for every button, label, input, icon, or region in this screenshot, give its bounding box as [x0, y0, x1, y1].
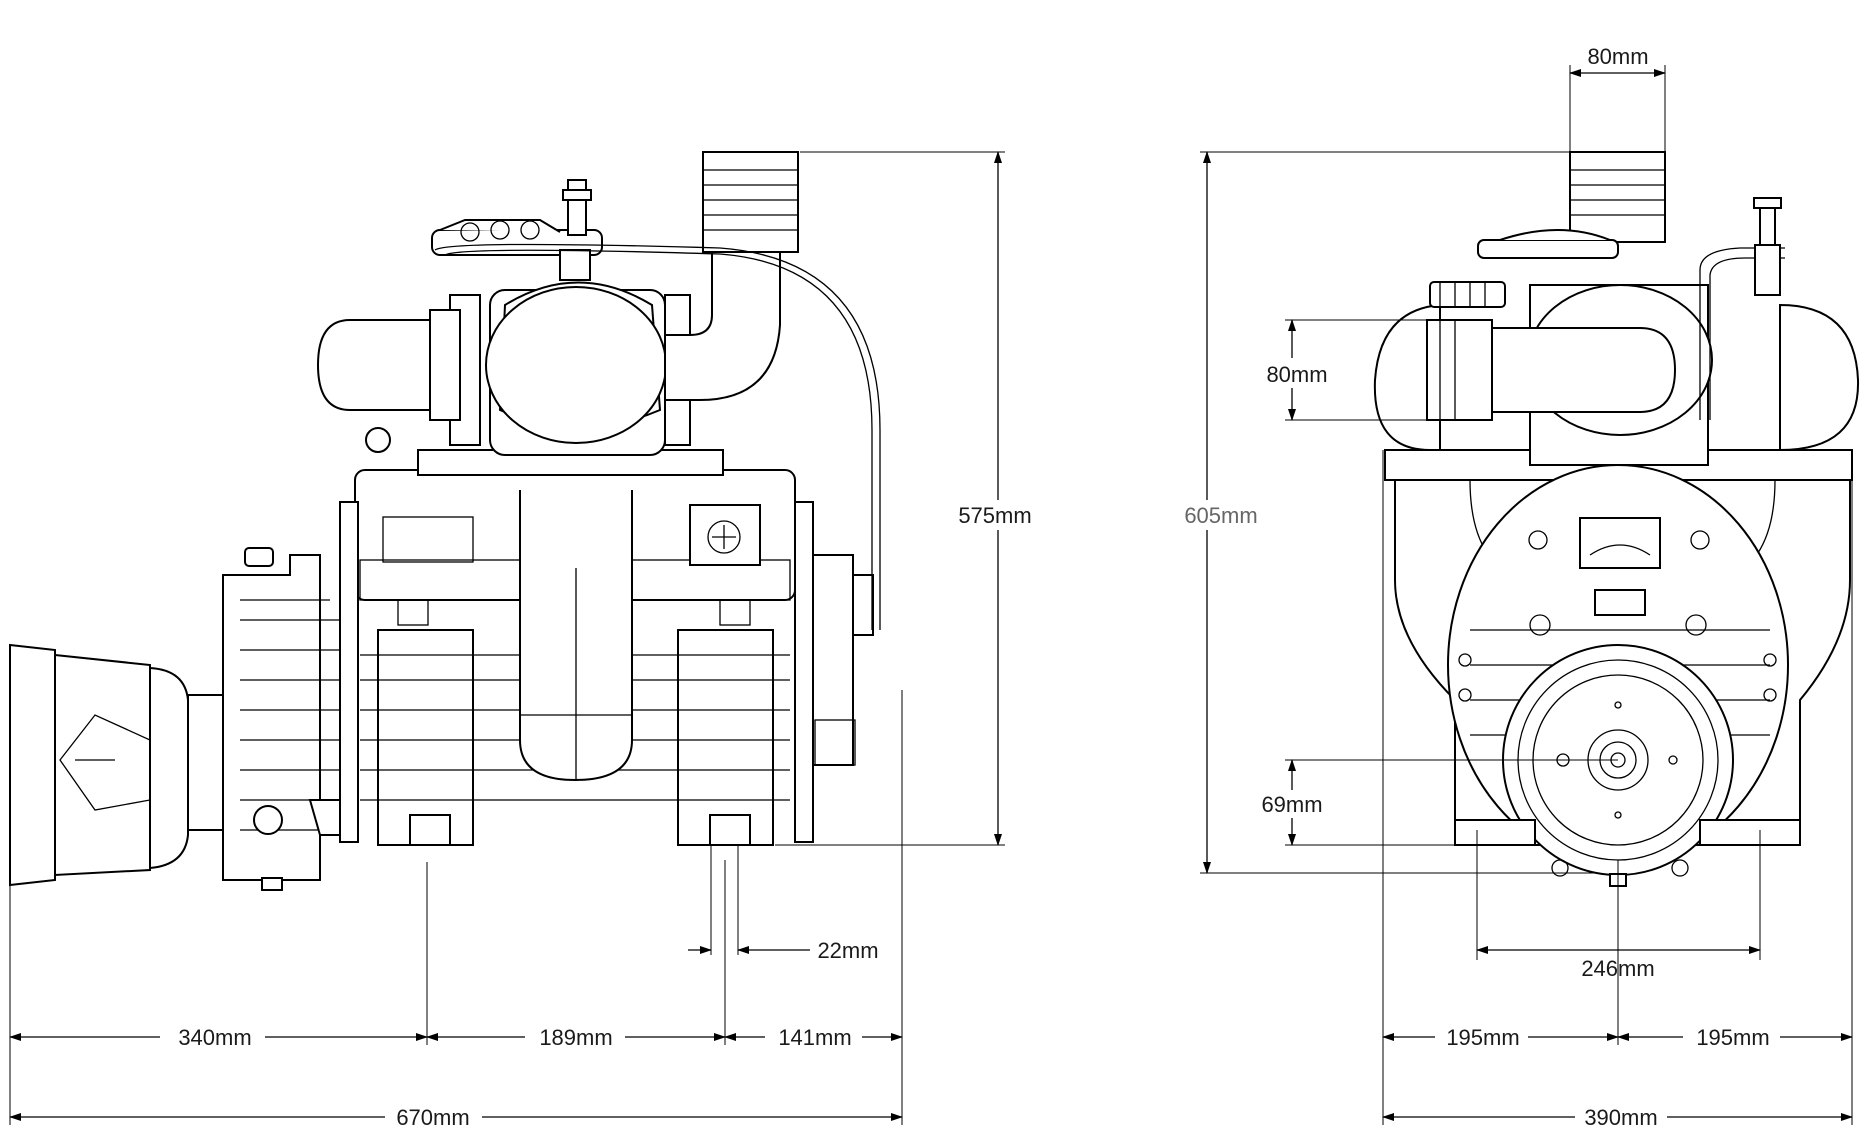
dim-front-half-right: 195mm: [1696, 1025, 1769, 1050]
front-dimensions: [1200, 65, 1853, 1125]
dim-side-len-c: 141mm: [778, 1025, 851, 1050]
side-upper-dome: [316, 151, 881, 630]
dim-front-foot-spacing: 246mm: [1581, 956, 1654, 981]
dim-side-len-total: 670mm: [396, 1105, 469, 1130]
dim-front-height: 605mm: [1184, 503, 1257, 528]
side-view: [9, 151, 1005, 1125]
dim-front-inlet: 80mm: [1266, 362, 1327, 387]
side-inlet-bell: [9, 643, 224, 887]
dim-side-flange-width: 22mm: [817, 938, 878, 963]
dim-front-shaft-height: 69mm: [1261, 792, 1322, 817]
front-view: [1200, 65, 1860, 1125]
dim-front-outlet: 80mm: [1587, 44, 1648, 69]
dim-side-len-a: 340mm: [178, 1025, 251, 1050]
dim-side-height: 575mm: [958, 503, 1031, 528]
side-dimensions: [9, 151, 1005, 1125]
front-upper-domes: [1373, 151, 1860, 481]
dim-front-half-left: 195mm: [1446, 1025, 1519, 1050]
dim-front-width-total: 390mm: [1584, 1105, 1657, 1130]
side-pump-body: [339, 469, 874, 846]
front-body: [1394, 464, 1851, 887]
side-gear-housing: [222, 547, 356, 891]
dimension-labels: 575mm 22mm 340mm 189mm 141mm 670mm 80mm …: [178, 44, 1769, 1130]
dim-side-len-b: 189mm: [539, 1025, 612, 1050]
